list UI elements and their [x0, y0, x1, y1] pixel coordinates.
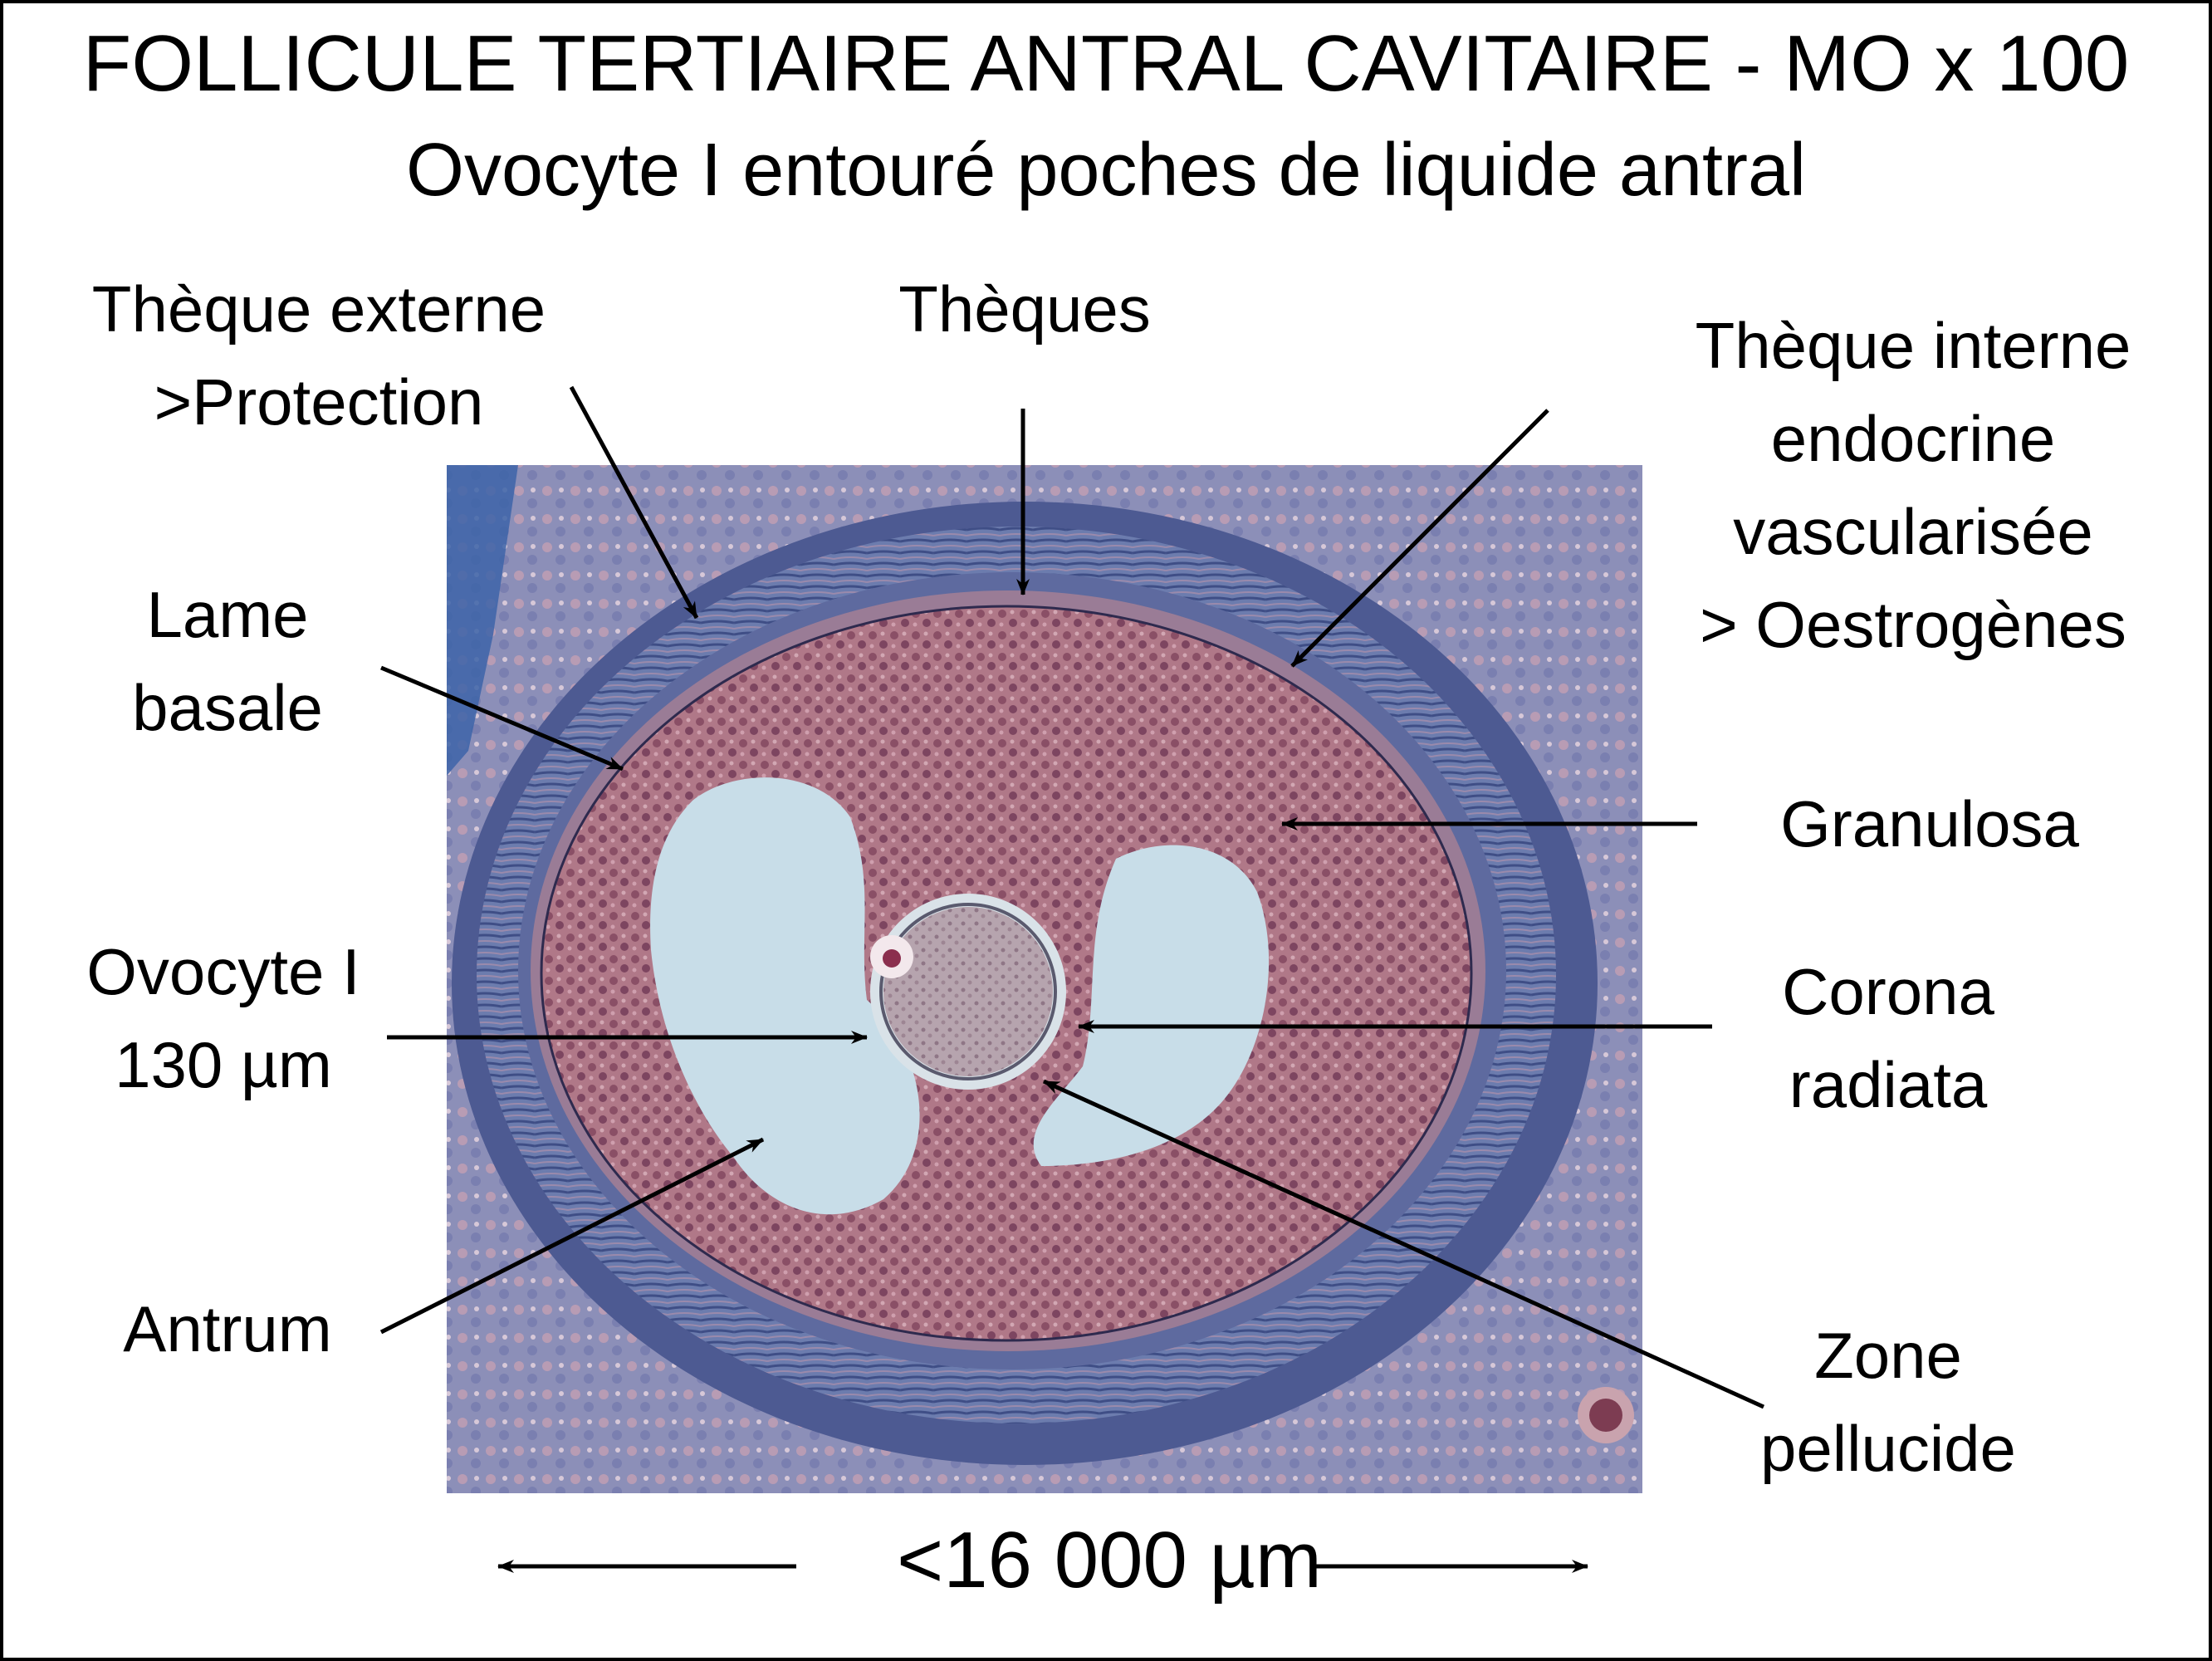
figure-title: FOLLICULE TERTIAIRE ANTRAL CAVITAIRE - M… [82, 19, 2130, 108]
arrow-theque-externe [569, 385, 699, 620]
scale-label: <16 000 µm [897, 1516, 1322, 1605]
label-lame-basale: Lame basale [132, 578, 323, 744]
label-corona-radiata: Corona radiata [1782, 955, 1994, 1121]
arrow-lame-basale [380, 665, 624, 772]
arrow-theque-interne [1290, 409, 1549, 668]
label-granulosa: Granulosa [1780, 787, 2079, 860]
label-antrum: Antrum [123, 1292, 332, 1365]
label-ovocyte: Ovocyte I 130 µm [86, 935, 360, 1101]
figure-subtitle: Ovocyte I entouré poches de liquide antr… [405, 129, 1807, 212]
annotation-arrows [379, 385, 1765, 1573]
arrow-antrum [379, 1137, 765, 1335]
micrograph [447, 465, 1642, 1493]
arrow-zone-pellucide [1042, 1079, 1765, 1409]
diagram-svg [379, 385, 1765, 1573]
label-theque-interne: Thèque interne endocrine vascularisée > … [1695, 309, 2131, 661]
label-theques: Thèques [898, 272, 1151, 345]
label-theque-externe: Thèque externe >Protection [91, 272, 546, 439]
label-zone-pellucide: Zone pellucide [1760, 1319, 2016, 1485]
